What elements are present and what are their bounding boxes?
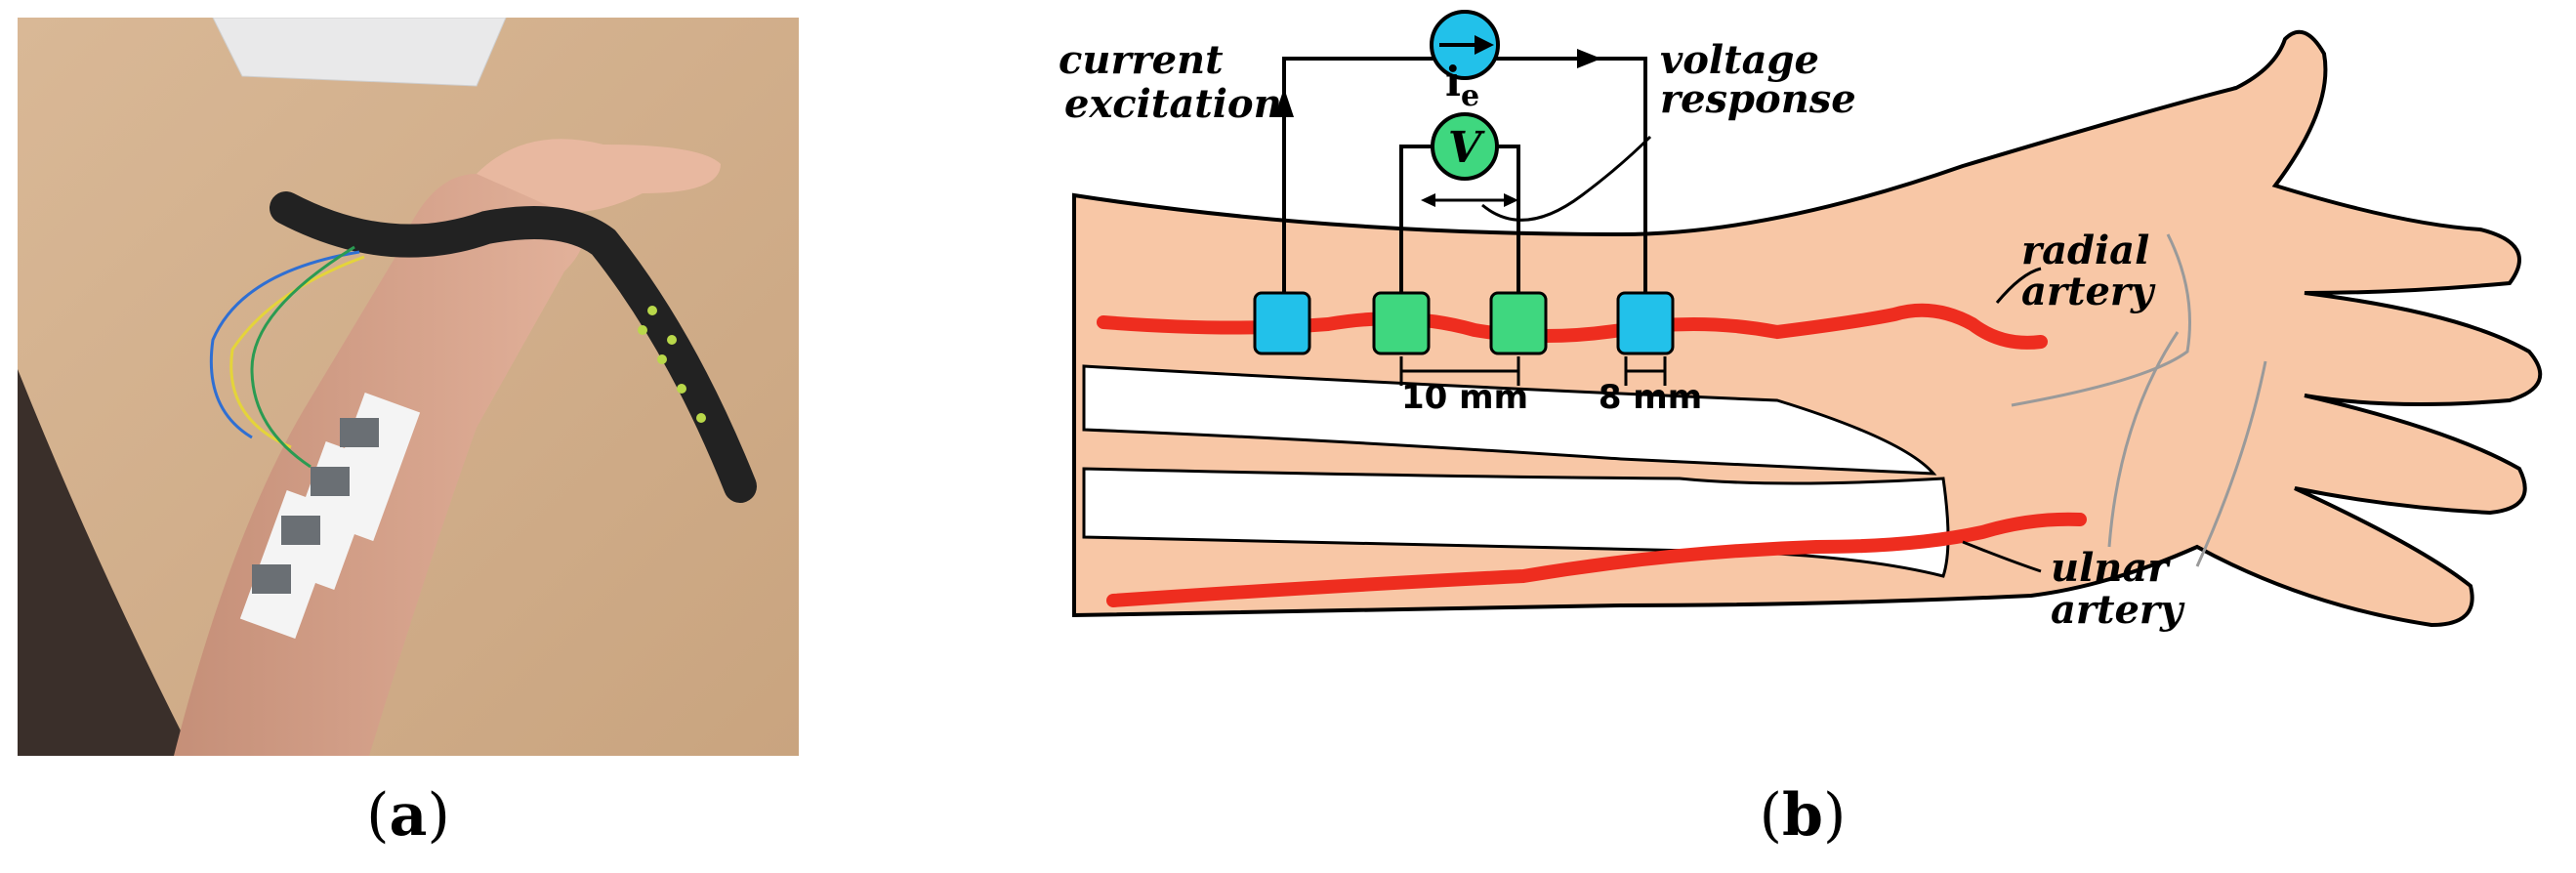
voltage-response-label-2: response (1660, 76, 1856, 122)
current-arrow-up (1274, 88, 1294, 117)
voltage-response-label-1: voltage (1660, 37, 1819, 83)
spacing-outer-label: 8 mm (1599, 378, 1702, 417)
ulnar-artery (1106, 512, 2087, 607)
shadow-area (18, 369, 193, 756)
wire-yellow (229, 255, 365, 449)
sensor-array (239, 392, 421, 640)
palm-crease-1 (2011, 233, 2191, 407)
radial-artery-label-1: radial (2021, 228, 2149, 273)
laptop-edge (212, 17, 507, 87)
voltage-span-arrow-r (1504, 193, 1518, 207)
caption-a-open: ( (366, 781, 390, 850)
caption-b-letter: b (1782, 781, 1823, 850)
diagram-svg: V 10 mm 8 mm current excitation ie volta… (1059, 10, 2543, 633)
voltmeter-symbol: V (1431, 112, 1499, 181)
wrist-photo-illustration (18, 17, 799, 756)
current-excitation-label-1: current (1059, 37, 1224, 83)
inner-gap-upper (1082, 364, 1937, 476)
caption-a-letter: a (389, 781, 428, 850)
caption-a: (a) (311, 771, 506, 859)
current-arrow-right (1577, 49, 1601, 68)
wrist-photo (18, 17, 799, 756)
radial-leader (1995, 267, 2042, 304)
palm-crease-3 (2195, 360, 2267, 567)
voltmeter-label: V (1448, 123, 1485, 173)
caption-b-close: ) (1822, 781, 1847, 850)
current-electrode-left (1253, 291, 1311, 355)
measurement-diagram: V 10 mm 8 mm current excitation ie volta… (1035, 0, 2576, 771)
voltage-span-arrow-l (1421, 193, 1435, 207)
ie-label: ie (1445, 58, 1479, 113)
radial-artery-label-2: artery (2021, 269, 2156, 314)
caption-a-close: ) (427, 781, 450, 850)
current-source-symbol (1430, 10, 1500, 80)
hand (477, 139, 721, 213)
ulnar-artery-label-1: ulnar (2051, 545, 2171, 591)
palm-crease-2 (2107, 331, 2180, 548)
current-excitation-label-2: excitation (1064, 81, 1282, 127)
ulnar-leader (1962, 540, 2042, 573)
watch-strap (270, 191, 757, 503)
wire-green (250, 245, 355, 469)
voltage-electrode-left (1372, 291, 1431, 355)
strap-dots (638, 306, 706, 423)
wire-blue (209, 250, 360, 439)
voltage-leader (1481, 135, 1652, 222)
caption-b-open: ( (1759, 781, 1783, 850)
ulnar-artery-label-2: artery (2051, 587, 2185, 633)
current-electrode-right (1616, 291, 1675, 355)
voltage-electrode-right (1489, 291, 1548, 355)
spacing-inner-label: 10 mm (1401, 378, 1528, 417)
caption-b: (b) (1705, 771, 1900, 859)
